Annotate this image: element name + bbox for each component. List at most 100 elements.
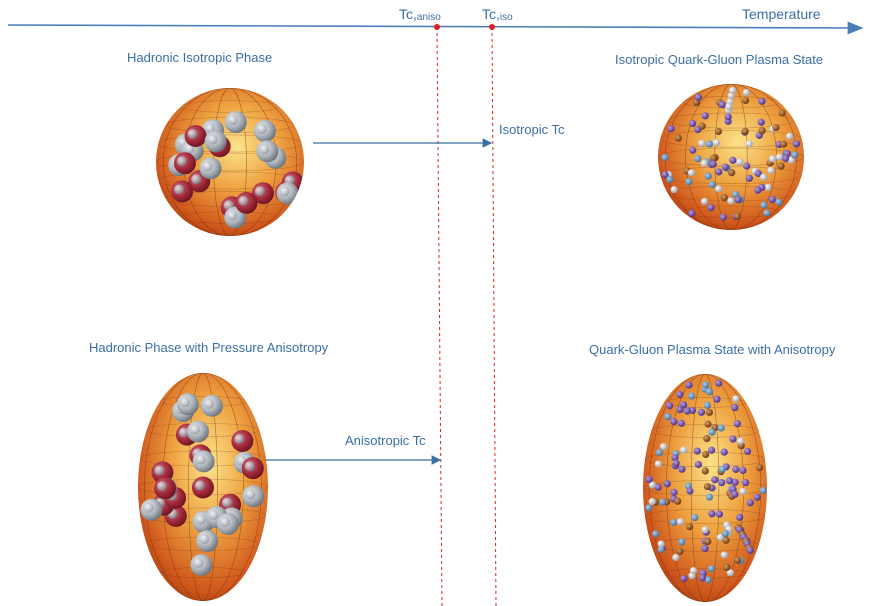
quark-gluon-particle xyxy=(729,157,736,164)
hadron-particle xyxy=(254,120,276,142)
quark-gluon-particle xyxy=(708,429,715,436)
quark-gluon-particle xyxy=(711,476,718,483)
tc-iso-sub: iso xyxy=(500,12,513,23)
tc-aniso-label: Tc,aniso xyxy=(399,6,441,22)
hadron-particle xyxy=(200,157,222,179)
quark-gluon-particle xyxy=(713,139,720,146)
quark-gluon-particle xyxy=(725,113,732,120)
quark-gluon-particle xyxy=(698,140,705,147)
quark-gluon-particle xyxy=(736,158,743,165)
quark-gluon-particle xyxy=(763,209,770,216)
tc-aniso-main: Tc, xyxy=(399,6,417,22)
quark-gluon-particle xyxy=(698,409,705,416)
quark-gluon-particle xyxy=(675,134,682,141)
quark-gluon-particle xyxy=(726,477,733,484)
quark-gluon-particle xyxy=(708,447,715,454)
quark-gluon-particle xyxy=(704,402,711,409)
quark-gluon-particle xyxy=(734,420,741,427)
quark-gluon-particle xyxy=(699,123,706,130)
quark-gluon-particle xyxy=(793,140,800,147)
quark-gluon-particle xyxy=(734,213,741,220)
quark-gluon-particle xyxy=(722,163,729,170)
quark-gluon-particle xyxy=(706,494,713,501)
hadron-particle xyxy=(276,182,298,204)
quark-gluon-particle xyxy=(688,169,695,176)
quark-gluon-particle xyxy=(695,94,702,101)
qgp-anisotropic-label: Quark-Gluon Plasma State with Anisotropy xyxy=(589,342,835,357)
quark-gluon-particle xyxy=(777,163,784,170)
tc-aniso-point xyxy=(434,24,440,30)
quark-gluon-particle xyxy=(670,418,677,425)
hadron-particle xyxy=(177,393,199,415)
quark-gluon-particle xyxy=(649,498,656,505)
quark-gluon-particle xyxy=(739,488,746,495)
quark-gluon-particle xyxy=(709,181,716,188)
quark-gluon-particle xyxy=(694,447,701,454)
hadron-particle xyxy=(235,192,257,214)
quark-gluon-particle xyxy=(684,407,691,414)
quark-gluon-particle xyxy=(701,198,708,205)
quark-gluon-particle xyxy=(727,197,734,204)
quark-gluon-particle xyxy=(691,514,698,521)
quark-gluon-particle xyxy=(765,184,772,191)
quark-gluon-particle xyxy=(737,438,744,445)
tc-aniso-sub: aniso xyxy=(417,12,441,23)
quark-gluon-particle xyxy=(680,401,687,408)
quark-gluon-particle xyxy=(688,210,695,217)
quark-gluon-particle xyxy=(660,443,667,450)
quark-gluon-particle xyxy=(704,483,711,490)
quark-gluon-particle xyxy=(706,409,713,416)
quark-gluon-particle xyxy=(702,467,709,474)
hadron-particle xyxy=(185,125,207,147)
quark-gluon-particle xyxy=(732,466,739,473)
quark-gluon-particle xyxy=(702,112,709,119)
hadron-particle xyxy=(141,499,163,521)
quark-gluon-particle xyxy=(646,476,653,483)
quark-gluon-particle xyxy=(670,489,677,496)
quark-gluon-particle xyxy=(746,175,753,182)
hadron-particle xyxy=(256,140,278,162)
quark-gluon-particle xyxy=(719,466,726,473)
qgp-anisotropic-ellipsoid xyxy=(643,374,767,602)
quark-gluon-particle xyxy=(661,154,668,161)
quark-gluon-particle xyxy=(664,480,671,487)
quark-gluon-particle xyxy=(746,140,753,147)
quark-gluon-particle xyxy=(716,510,723,517)
quark-gluon-particle xyxy=(703,435,710,442)
quark-gluon-particle xyxy=(676,391,683,398)
quark-gluon-particle xyxy=(706,141,713,148)
tc-iso-line xyxy=(492,27,496,606)
hadron-particle xyxy=(196,530,218,552)
quark-gluon-particle xyxy=(689,120,696,127)
quark-gluon-particle xyxy=(718,479,725,486)
quark-gluon-particle xyxy=(690,567,697,574)
quark-gluon-particle xyxy=(699,574,706,581)
quark-gluon-particle xyxy=(720,214,727,221)
quark-gluon-particle xyxy=(742,97,749,104)
quark-gluon-particle xyxy=(685,381,692,388)
qgp-isotropic-label: Isotropic Quark-Gluon Plasma State xyxy=(615,52,823,67)
hadron-particle xyxy=(174,152,196,174)
quark-gluon-particle xyxy=(666,176,673,183)
quark-gluon-particle xyxy=(705,173,712,180)
quark-gluon-particle xyxy=(689,147,696,154)
quark-gluon-particle xyxy=(782,155,789,162)
quark-gluon-particle xyxy=(676,548,683,555)
quark-gluon-particle xyxy=(710,160,717,167)
quark-gluon-particle xyxy=(667,125,674,132)
quark-gluon-particle xyxy=(708,510,715,517)
quark-gluon-particle xyxy=(754,186,761,193)
quark-gluon-particle xyxy=(686,487,693,494)
hadron-particle xyxy=(242,485,264,507)
hadronic-anisotropic-ellipsoid xyxy=(138,373,268,601)
quark-gluon-particle xyxy=(701,545,708,552)
tc-iso-point xyxy=(489,24,495,30)
quark-gluon-particle xyxy=(655,460,662,467)
quark-gluon-particle xyxy=(758,119,765,126)
quark-gluon-particle xyxy=(729,435,736,442)
quark-gluon-particle xyxy=(652,530,659,537)
quark-gluon-particle xyxy=(721,194,728,201)
quark-gluon-particle xyxy=(718,424,725,431)
quark-gluon-particle xyxy=(760,487,767,494)
quark-gluon-particle xyxy=(743,162,750,169)
